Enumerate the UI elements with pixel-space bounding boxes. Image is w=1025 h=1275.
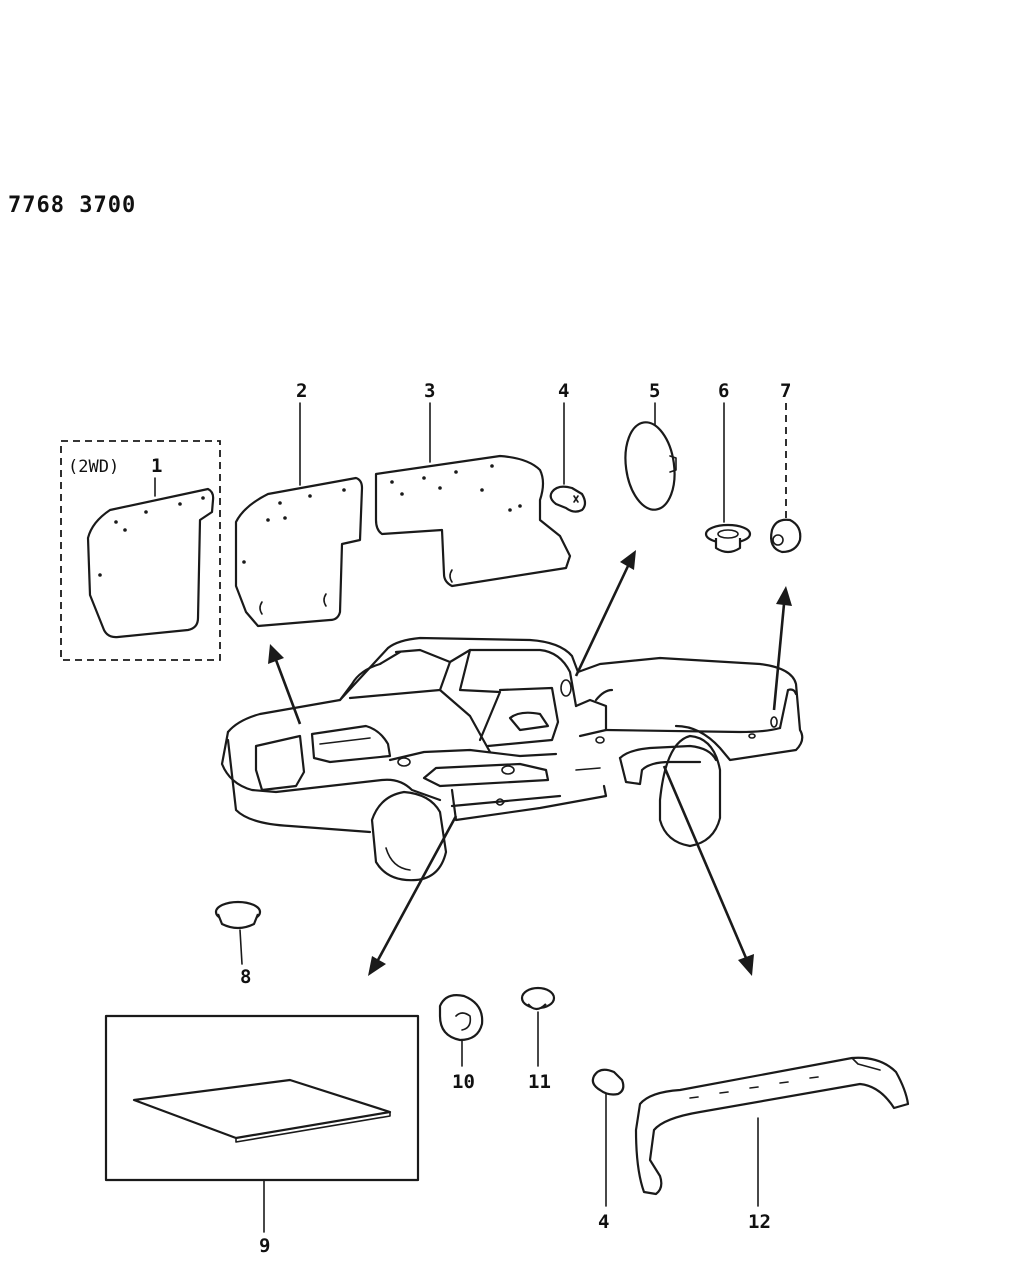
grommet-7 — [770, 518, 802, 554]
callout-4-top: 4 — [558, 380, 569, 402]
callout-2: 2 — [296, 380, 307, 402]
callout-1: 1 — [151, 455, 162, 477]
oval-plug-5 — [624, 421, 676, 511]
tab-2b — [323, 593, 327, 607]
part-5-group — [624, 402, 677, 511]
plug-8-body — [216, 913, 260, 930]
part-1-group: (2WD) — [60, 440, 221, 661]
callout-4-bottom: 4 — [598, 1211, 609, 1233]
callout-8: 8 — [240, 966, 251, 988]
floor-mat-9-edge — [235, 1111, 391, 1143]
plug-11-body — [527, 1003, 547, 1011]
variant-box — [60, 440, 221, 661]
leader-arrow-icon — [268, 550, 792, 976]
part-8-group — [214, 900, 262, 965]
part-12-group — [634, 1056, 910, 1207]
clip-4-top — [549, 485, 587, 513]
callout-5: 5 — [649, 380, 660, 402]
callout-6: 6 — [718, 380, 729, 402]
callout-3: 3 — [424, 380, 435, 402]
tab-2a — [259, 601, 263, 615]
pickup-truck-outline-icon — [220, 636, 804, 882]
part-9-box — [104, 1014, 420, 1182]
part-4-top-group — [549, 402, 587, 513]
part-4-bottom-group — [591, 1068, 625, 1207]
callout-11: 11 — [528, 1071, 551, 1093]
tab-3 — [449, 569, 453, 583]
part-10-group — [438, 994, 484, 1067]
part-6-group — [704, 402, 752, 554]
grommet-10 — [438, 994, 484, 1042]
part-2-group — [234, 402, 364, 628]
grommet-10-detail — [455, 1012, 472, 1031]
callout-10: 10 — [452, 1071, 475, 1093]
variant-label: (2WD) — [68, 457, 119, 477]
callout-9: 9 — [259, 1235, 270, 1257]
callout-7: 7 — [780, 380, 791, 402]
panel-12-flange — [851, 1057, 881, 1071]
clip-4-top-mark — [573, 495, 579, 503]
leader-8 — [239, 929, 243, 965]
insulator-panel-1 — [86, 487, 215, 639]
insulator-panel-3 — [374, 454, 572, 588]
clip-4-bottom — [591, 1068, 625, 1096]
wheelhouse-panel-12 — [634, 1056, 910, 1196]
part-3-group — [374, 402, 572, 588]
panel-12-holes — [689, 1076, 819, 1099]
callout-12: 12 — [748, 1211, 771, 1233]
floor-mat-9 — [132, 1078, 392, 1140]
grommet-6-hole — [717, 529, 739, 539]
oval-plug-5-tab — [669, 455, 677, 473]
insulator-panel-2 — [234, 476, 364, 628]
grommet-6-body — [714, 538, 742, 554]
part-9-group — [104, 1014, 420, 1233]
part-11-group — [520, 986, 556, 1067]
grommet-7-hole — [772, 534, 784, 546]
part-7-group — [770, 403, 802, 554]
diagram-code: 7768 3700 — [8, 193, 136, 218]
